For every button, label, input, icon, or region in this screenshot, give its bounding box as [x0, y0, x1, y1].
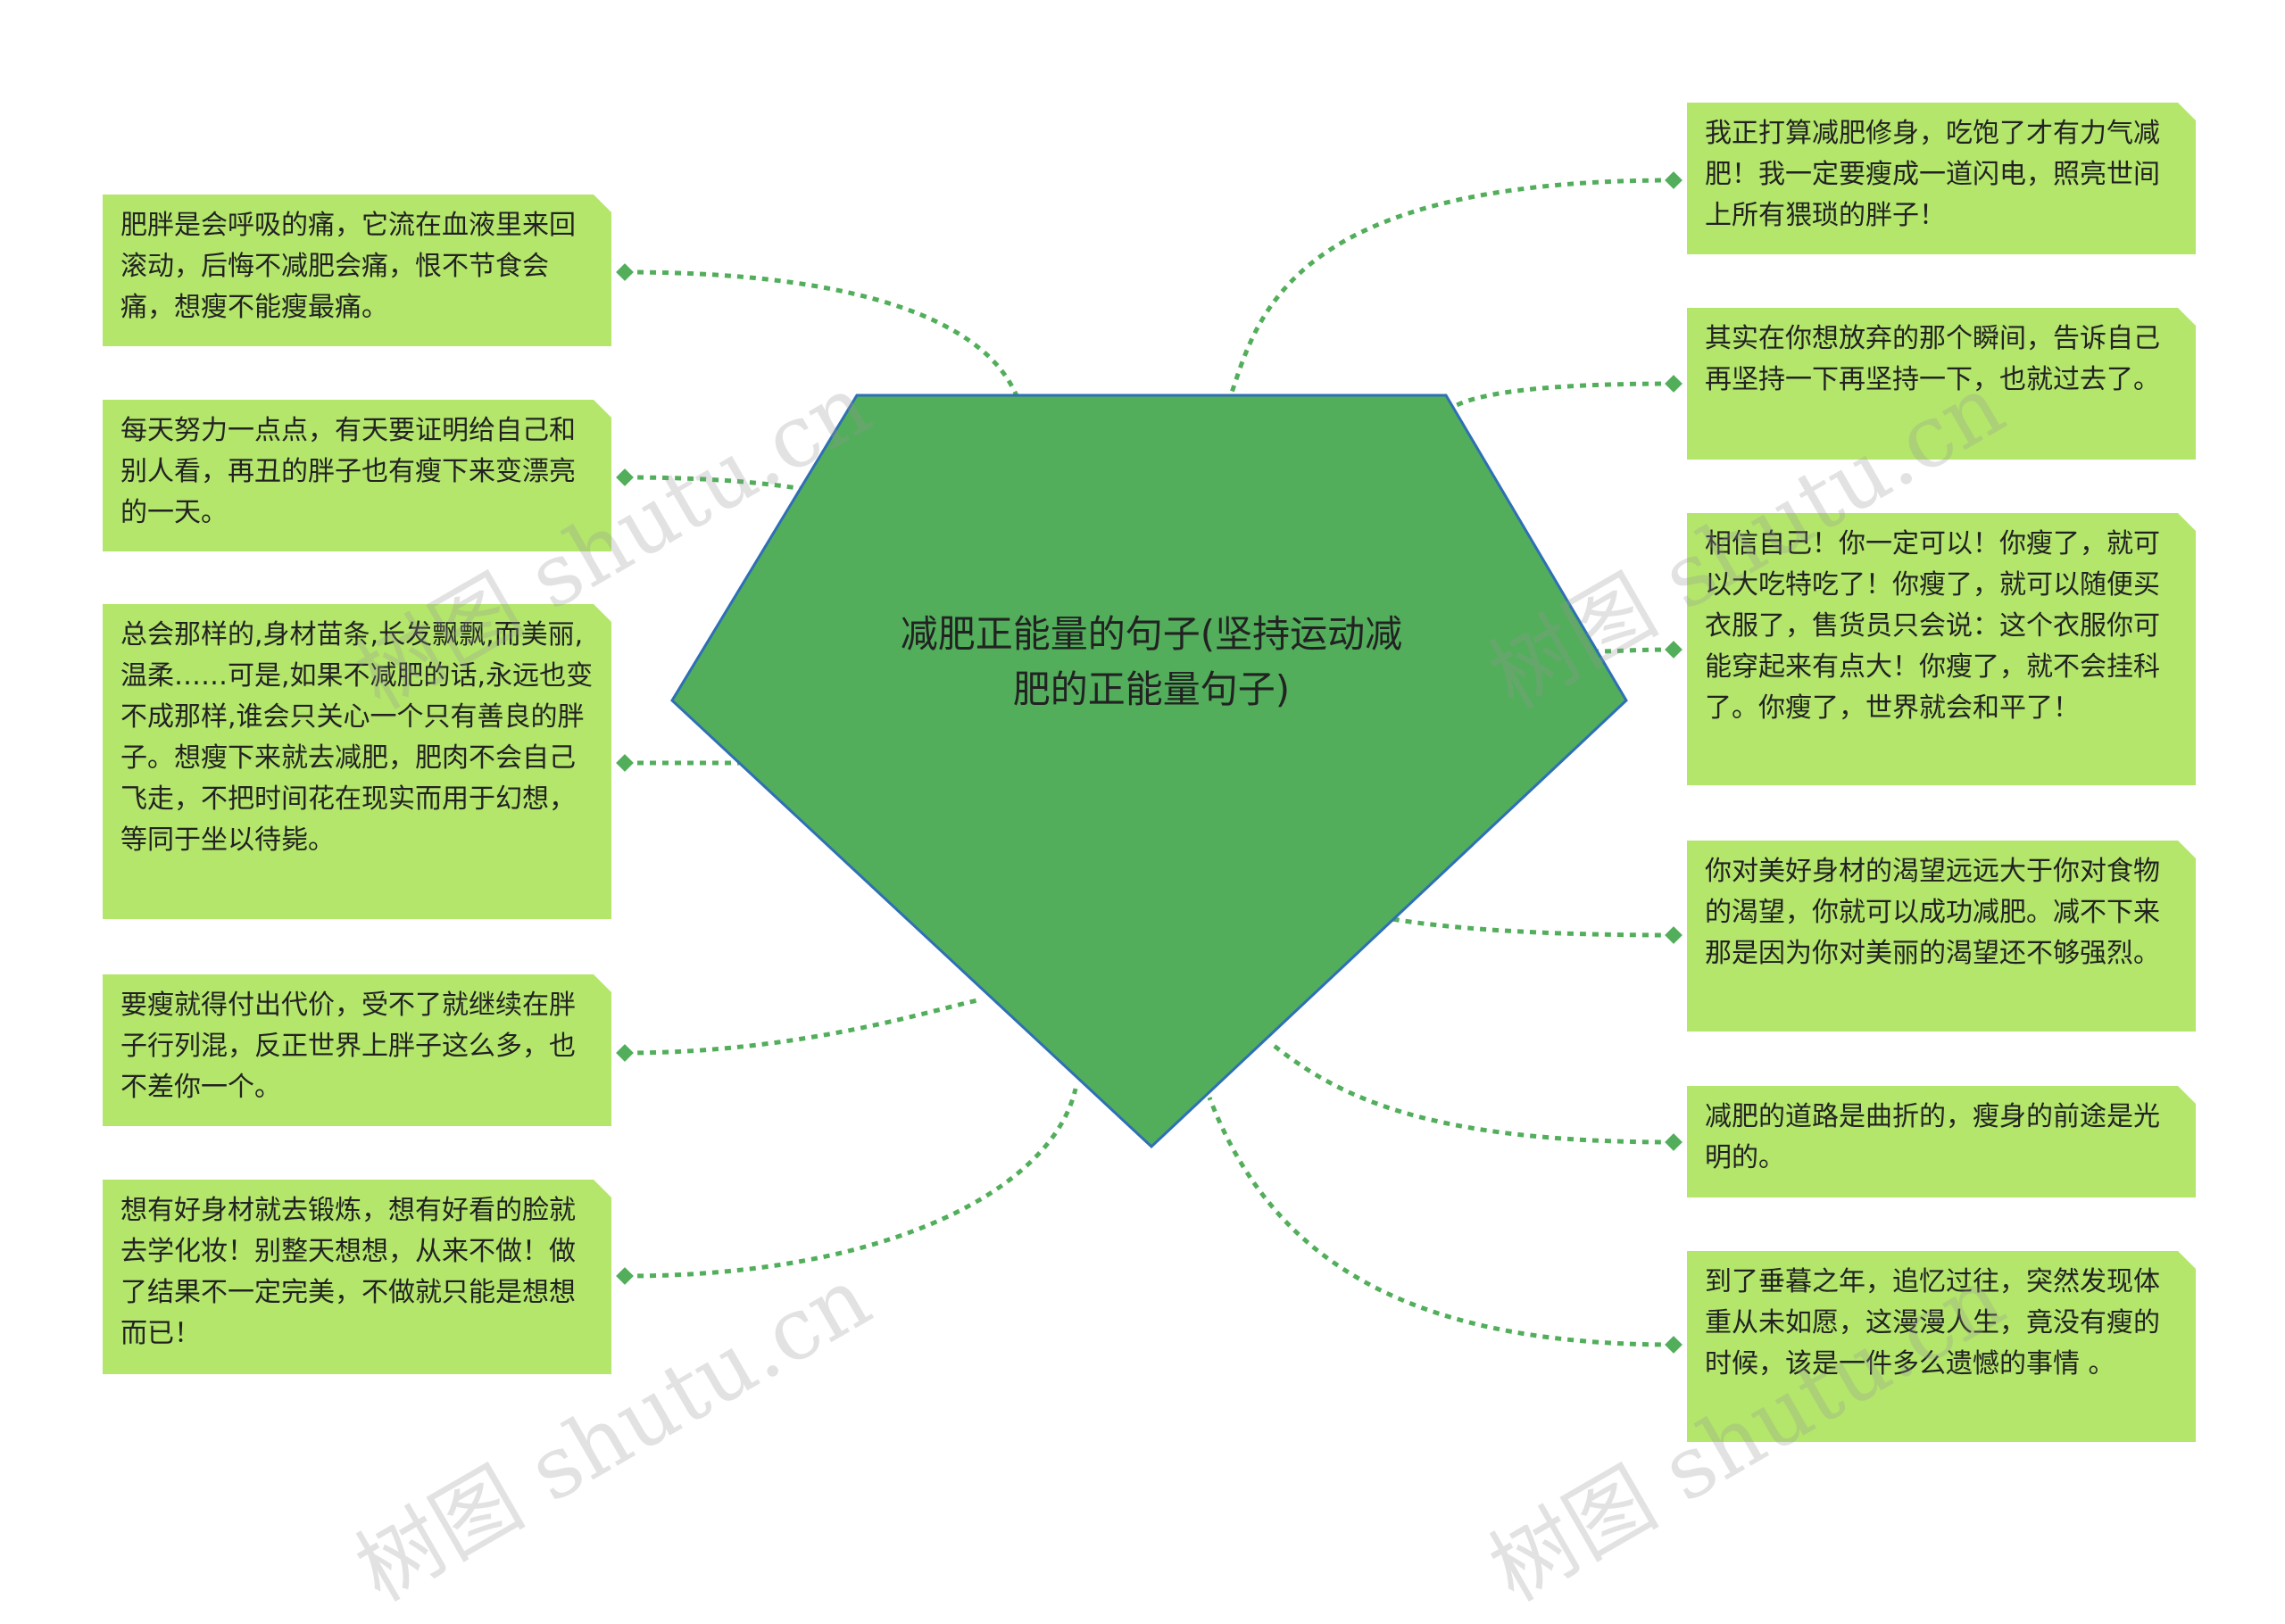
- link-marker: [616, 754, 634, 772]
- center-node-title[interactable]: 减肥正能量的句子(坚持运动减肥的正能量句子): [900, 612, 1403, 711]
- link-left-1: [624, 269, 1020, 399]
- link-right-4: [1392, 916, 1674, 938]
- link-right-5: [1270, 1042, 1674, 1145]
- right-node-4-text: 你对美好身材的渴望远远大于你对食物的渴望，你就可以成功减肥。减不下来那是因为你对…: [1705, 856, 2160, 969]
- left-node-5[interactable]: 想有好身材就去锻炼，想有好看的脸就去学化妆！别整天想想，从来不做！做了结果不一定…: [103, 1180, 611, 1374]
- right-node-4[interactable]: 你对美好身材的渴望远远大于你对食物的渴望，你就可以成功减肥。减不下来那是因为你对…: [1687, 841, 2196, 1032]
- right-node-5[interactable]: 减肥的道路是曲折的，瘦身的前途是光明的。: [1687, 1086, 2196, 1197]
- link-marker: [616, 1267, 634, 1285]
- right-node-1-text: 我正打算减肥修身，吃饱了才有力气减肥！我一定要瘦成一道闪电，照亮世间上所有猥琐的…: [1705, 118, 2160, 231]
- link-marker: [1665, 1336, 1683, 1354]
- left-node-1[interactable]: 肥胖是会呼吸的痛，它流在血液里来回滚动，后悔不减肥会痛，恨不节食会痛，想瘦不能瘦…: [103, 195, 611, 346]
- right-node-5-text: 减肥的道路是曲折的，瘦身的前途是光明的。: [1705, 1101, 2160, 1173]
- link-right-6: [1207, 1097, 1674, 1347]
- link-marker: [616, 263, 634, 281]
- left-node-3[interactable]: 总会那样的,身材苗条,长发飘飘,而美丽,温柔……可是,如果不减肥的话,永远也变不…: [103, 604, 611, 919]
- mindmap-canvas: [616, 171, 1683, 1354]
- left-node-4[interactable]: 要瘦就得付出代价，受不了就继续在胖子行列混，反正世界上胖子这么多，也不差你一个。: [103, 974, 611, 1126]
- link-right-3: [1597, 647, 1674, 654]
- right-node-3[interactable]: 相信自己！你一定可以！你瘦了，就可以大吃特吃了！你瘦了，就可以随便买衣服了，售货…: [1687, 513, 2196, 785]
- right-node-3-text: 相信自己！你一定可以！你瘦了，就可以大吃特吃了！你瘦了，就可以随便买衣服了，售货…: [1705, 528, 2160, 724]
- link-marker: [1665, 641, 1683, 659]
- left-node-5-text: 想有好身材就去锻炼，想有好看的脸就去学化妆！别整天想想，从来不做！做了结果不一定…: [120, 1195, 576, 1349]
- left-node-2[interactable]: 每天努力一点点，有天要证明给自己和别人看，再丑的胖子也有瘦下来变漂亮的一天。: [103, 400, 611, 551]
- link-left-2: [624, 475, 804, 492]
- link-marker: [1665, 1133, 1683, 1151]
- right-node-6-text: 到了垂暮之年，追忆过往，突然发现体重从未如愿，这漫漫人生，竟没有瘦的时候，该是一…: [1705, 1266, 2160, 1380]
- link-left-4: [624, 997, 983, 1056]
- left-node-2-text: 每天努力一点点，有天要证明给自己和别人看，再丑的胖子也有瘦下来变漂亮的一天。: [120, 415, 576, 528]
- link-left-5: [624, 1088, 1078, 1279]
- link-marker: [1665, 171, 1683, 189]
- right-node-2-text: 其实在你想放弃的那个瞬间，告诉自己再坚持一下再坚持一下，也就过去了。: [1705, 323, 2160, 395]
- right-node-1[interactable]: 我正打算减肥修身，吃饱了才有力气减肥！我一定要瘦成一道闪电，照亮世间上所有猥琐的…: [1687, 103, 2196, 254]
- link-marker: [1665, 375, 1683, 393]
- link-marker: [616, 1044, 634, 1062]
- center-node-shape: [670, 394, 1628, 1149]
- link-marker: [616, 468, 634, 486]
- right-node-6[interactable]: 到了垂暮之年，追忆过往，突然发现体重从未如愿，这漫漫人生，竟没有瘦的时候，该是一…: [1687, 1251, 2196, 1442]
- link-right-2: [1453, 381, 1674, 409]
- link-marker: [1665, 926, 1683, 944]
- left-node-1-text: 肥胖是会呼吸的痛，它流在血液里来回滚动，后悔不减肥会痛，恨不节食会痛，想瘦不能瘦…: [120, 210, 576, 323]
- left-node-4-text: 要瘦就得付出代价，受不了就继续在胖子行列混，反正世界上胖子这么多，也不差你一个。: [120, 990, 576, 1103]
- left-node-3-text: 总会那样的,身材苗条,长发飘飘,而美丽,温柔……可是,如果不减肥的话,永远也变不…: [120, 619, 594, 856]
- right-node-2[interactable]: 其实在你想放弃的那个瞬间，告诉自己再坚持一下再坚持一下，也就过去了。: [1687, 308, 2196, 460]
- link-right-1: [1229, 178, 1674, 394]
